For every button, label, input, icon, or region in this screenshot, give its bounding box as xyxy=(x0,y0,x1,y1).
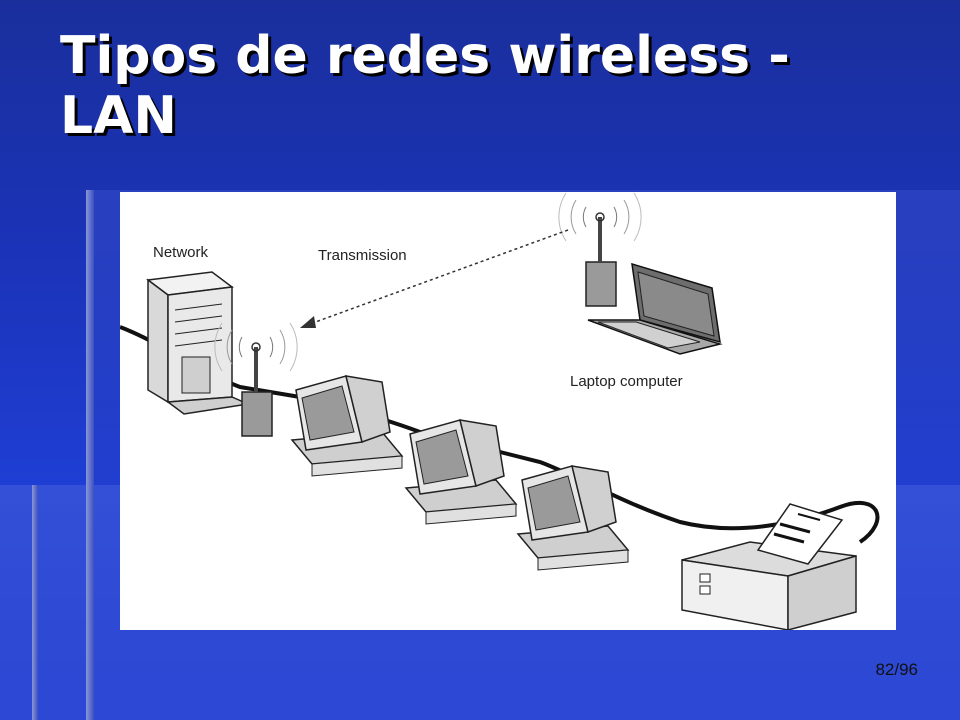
laptop-access-point-icon xyxy=(558,192,642,307)
network-label: Network xyxy=(153,244,209,261)
background-stripe xyxy=(86,190,94,720)
desktop-computer-icon xyxy=(516,465,630,571)
transmission-arrow xyxy=(300,229,569,328)
desktop-computer-icon xyxy=(404,419,518,525)
network-diagram: Network xyxy=(120,192,896,630)
slide-title-line-1: Tipos de redes wireless - xyxy=(60,26,790,86)
access-point-icon xyxy=(214,322,298,437)
diagram-canvas: Network xyxy=(120,192,880,630)
laptop-label: Laptop computer xyxy=(570,373,683,390)
laptop-icon xyxy=(587,262,723,355)
slide-title: Tipos de redes wireless - LAN xyxy=(60,26,920,146)
server-icon xyxy=(146,271,251,415)
slide-title-line-2: LAN xyxy=(60,86,177,146)
desktop-computer-icon xyxy=(290,375,404,477)
transmission-label: Transmission xyxy=(318,247,407,264)
background-stripe xyxy=(32,485,38,720)
printer-icon xyxy=(681,503,857,630)
page-number: 82/96 xyxy=(875,660,918,679)
